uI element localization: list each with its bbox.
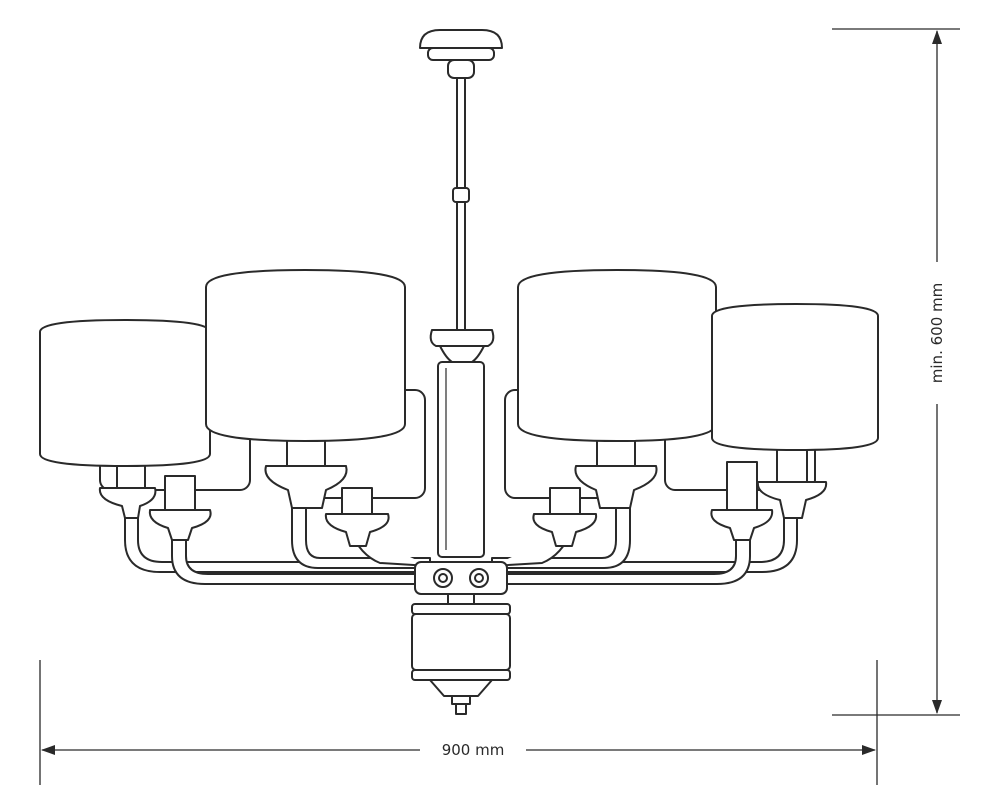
ceiling-canopy xyxy=(419,29,503,79)
width-dimension: 900 mm xyxy=(39,660,878,785)
suspension-rod xyxy=(452,77,470,331)
front-shades xyxy=(39,269,879,467)
arm-hub xyxy=(414,561,508,595)
width-label: 900 mm xyxy=(442,741,505,759)
central-column xyxy=(429,329,495,558)
height-label: min. 600 mm xyxy=(928,283,946,383)
height-dimension: min. 600 mm xyxy=(832,28,960,716)
bottom-finial xyxy=(411,593,511,715)
